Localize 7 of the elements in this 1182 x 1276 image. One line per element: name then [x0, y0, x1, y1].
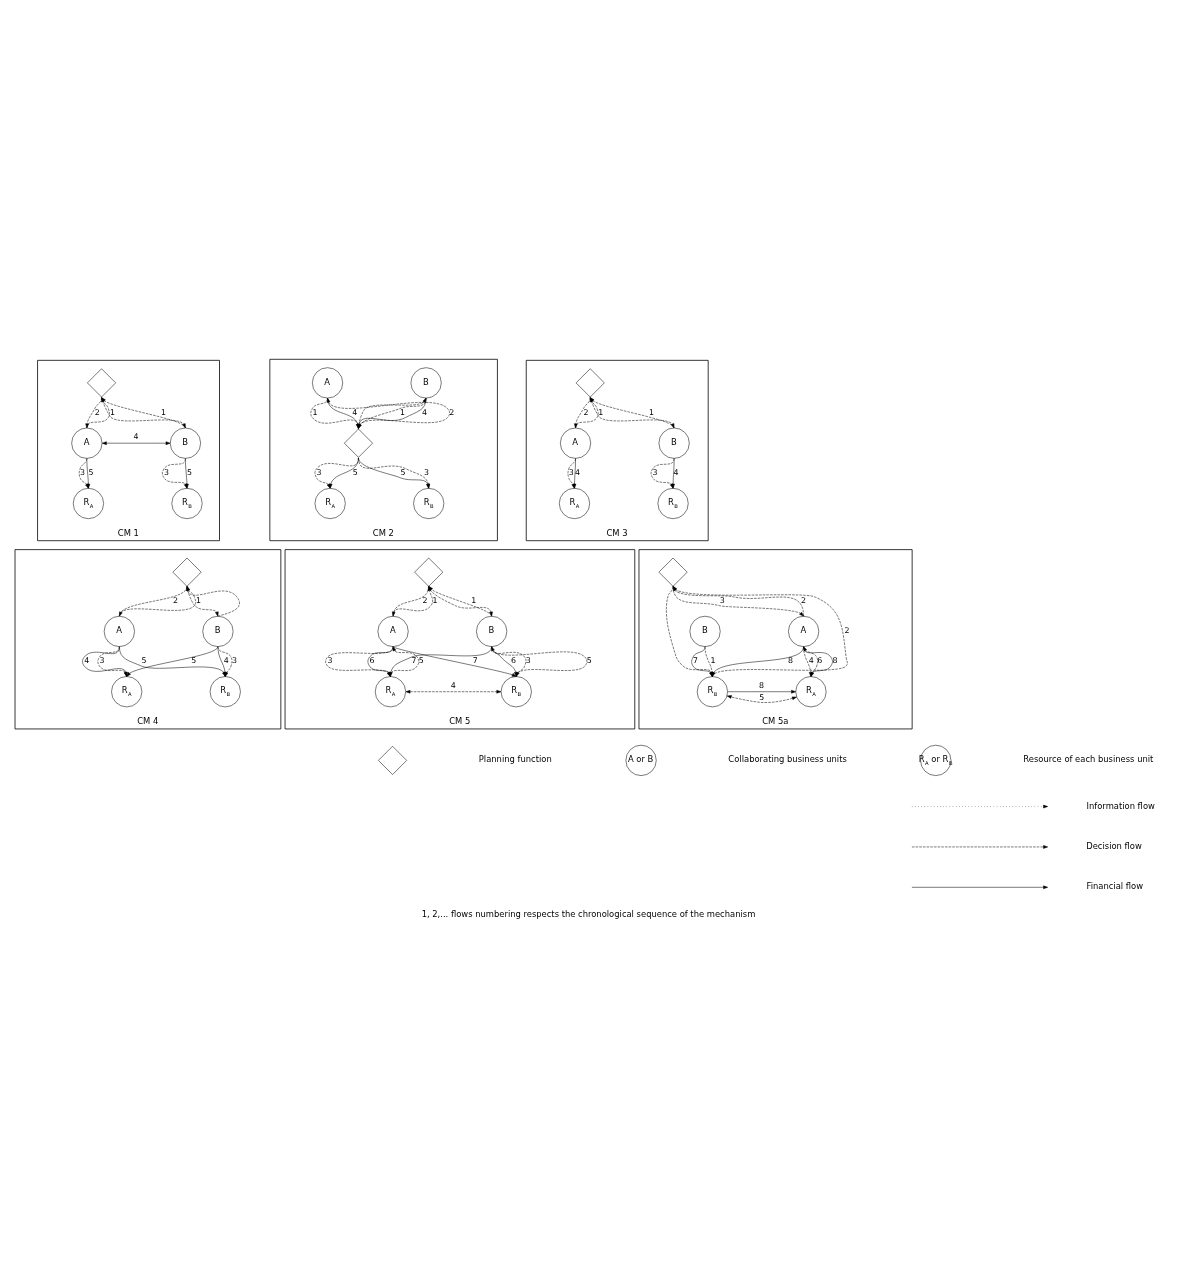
legend-label: Collaborating business units [728, 753, 847, 764]
legend-label: Decision flow [1086, 840, 1142, 851]
caption: 1, 2,... flows numbering respects the chronological sequence of the mechanism [421, 908, 756, 919]
legend-label: Financial flow [1086, 880, 1144, 891]
legend-label: Information flow [1086, 800, 1155, 811]
legend-label: Planning function [478, 753, 552, 764]
legend-label: Resource of each business unit [1023, 753, 1154, 764]
